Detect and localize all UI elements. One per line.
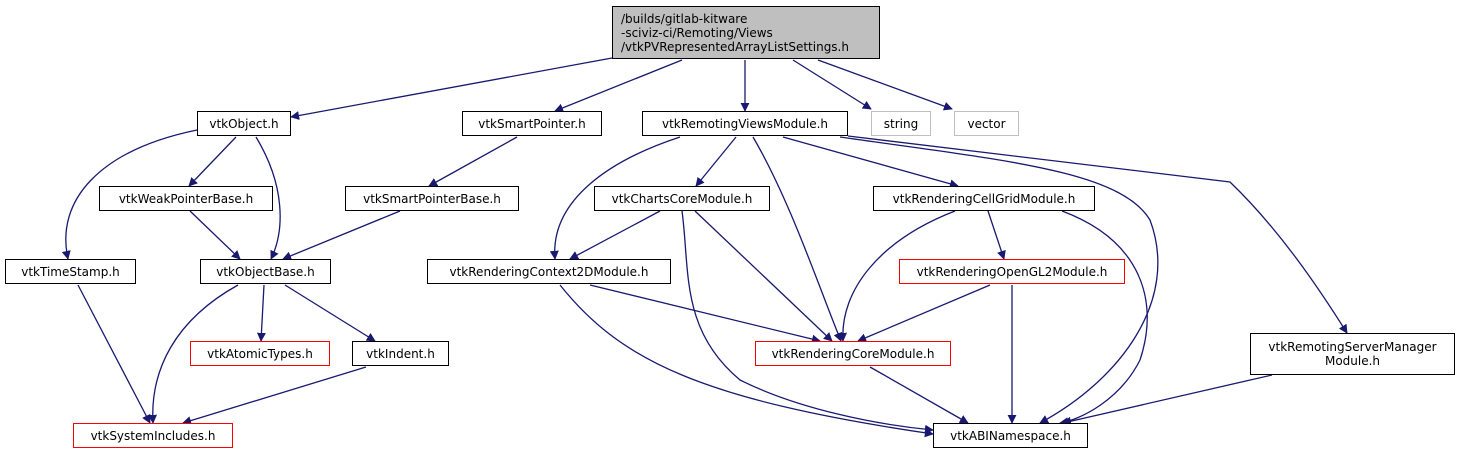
edge-vtkRemotingViewsModule-to-vtkRenderingCellGridModule [782, 136, 959, 189]
edge-vtkIndent-to-vtkSystemIncludes [182, 366, 367, 425]
edge-vtkRemotingViewsModule-to-vtkABINamespace [839, 136, 1159, 424]
node-vtkRemotingViewsModule[interactable]: vtkRemotingViewsModule.h [642, 111, 848, 136]
edge-root-to-vector [817, 59, 953, 111]
edge-vtkRemotingServerManagerModule-to-vtkABINamespace [1062, 374, 1273, 426]
edge-vtkObjectBase-to-vtkAtomicTypes [256, 284, 266, 342]
node-string: string [871, 111, 931, 136]
edge-vtkChartsCoreModule-to-vtkRenderingContext2DModule [569, 210, 661, 260]
edge-vtkRemotingViewsModule-to-vtkRemotingServerManagerModule [847, 135, 1348, 334]
node-vtkABINamespace[interactable]: vtkABINamespace.h [933, 423, 1088, 448]
node-vtkRenderingContext2DModule[interactable]: vtkRenderingContext2DModule.h [427, 259, 671, 284]
node-vtkRenderingOpenGL2Module[interactable]: vtkRenderingOpenGL2Module.h [899, 259, 1125, 284]
edge-vtkObject-to-vtkObjectBase [255, 136, 281, 260]
edge-vtkObjectBase-to-vtkIndent [284, 284, 376, 342]
node-vtkTimeStamp[interactable]: vtkTimeStamp.h [5, 259, 136, 284]
node-root[interactable]: /builds/gitlab-kitware -sciviz-ci/Remoti… [612, 6, 880, 59]
edge-vtkRemotingViewsModule-to-vtkRenderingContext2DModule [549, 136, 681, 260]
edge-vtkWeakPointerBase-to-vtkObjectBase [189, 210, 241, 260]
node-vtkAtomicTypes[interactable]: vtkAtomicTypes.h [190, 341, 330, 366]
edge-vtkObject-to-vtkTimeStamp [61, 129, 198, 260]
edge-vtkRenderingOpenGL2Module-to-vtkRenderingCoreModule [857, 284, 991, 342]
node-vtkChartsCoreModule[interactable]: vtkChartsCoreModule.h [594, 186, 770, 211]
node-vtkObjectBase[interactable]: vtkObjectBase.h [200, 259, 331, 284]
node-vtkRemotingServerManagerModule[interactable]: vtkRemotingServerManager Module.h [1250, 333, 1455, 375]
edge-vtkRenderingCoreModule-to-vtkABINamespace [869, 366, 969, 424]
edge-vtkRenderingContext2DModule-to-vtkABINamespace [559, 284, 934, 438]
node-vtkSmartPointerBase[interactable]: vtkSmartPointerBase.h [345, 186, 519, 211]
node-vtkObject[interactable]: vtkObject.h [197, 111, 291, 136]
node-vector: vector [954, 111, 1019, 136]
node-vtkSmartPointer[interactable]: vtkSmartPointer.h [462, 111, 602, 136]
edge-root-to-string [792, 59, 872, 110]
edge-vtkRemotingViewsModule-to-vtkRenderingCoreModule [752, 136, 843, 342]
edge-vtkRenderingCellGridModule-to-vtkABINamespace [1059, 210, 1148, 427]
edge-vtkTimeStamp-to-vtkSystemIncludes [77, 284, 151, 424]
node-vtkRenderingCellGridModule[interactable]: vtkRenderingCellGridModule.h [873, 186, 1095, 211]
edge-vtkSmartPointerBase-to-vtkObjectBase [282, 210, 401, 261]
node-vtkRenderingCoreModule[interactable]: vtkRenderingCoreModule.h [755, 341, 951, 366]
edge-root-to-vtkSmartPointer [554, 59, 683, 113]
edge-vtkSmartPointer-to-vtkSmartPointerBase [428, 136, 518, 187]
node-vtkIndent[interactable]: vtkIndent.h [352, 341, 449, 366]
edge-root-to-vtkObject [290, 57, 613, 120]
edge-vtkRemotingViewsModule-to-vtkChartsCoreModule [695, 136, 737, 187]
edge-vtkObject-to-vtkWeakPointerBase [188, 136, 237, 187]
node-vtkSystemIncludes[interactable]: vtkSystemIncludes.h [73, 423, 233, 448]
edge-vtkObjectBase-to-vtkSystemIncludes [148, 284, 239, 424]
edge-vtkChartsCoreModule-to-vtkRenderingCoreModule [694, 210, 833, 342]
edge-vtkRenderingContext2DModule-to-vtkRenderingCoreModule [589, 284, 821, 344]
edge-vtkRenderingCellGridModule-to-vtkRenderingOpenGL2Module [987, 210, 1006, 260]
node-vtkWeakPointerBase[interactable]: vtkWeakPointerBase.h [99, 186, 273, 211]
edge-vtkRenderingCellGridModule-to-vtkRenderingCoreModule [838, 210, 956, 342]
edge-vtkChartsCoreModule-to-vtkABINamespace [681, 210, 934, 434]
